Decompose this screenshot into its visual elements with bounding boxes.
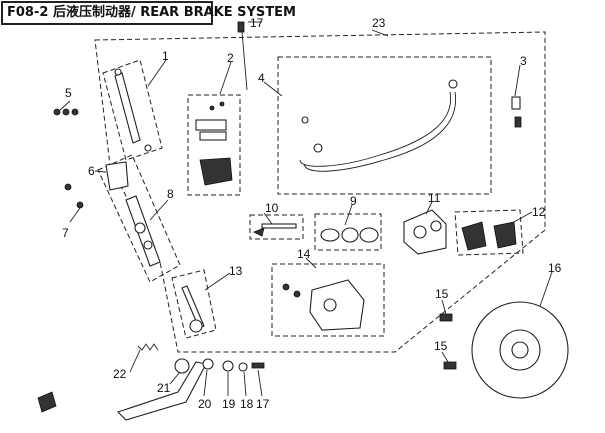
brake-disc-part — [471, 301, 569, 399]
callout-19: 19 — [222, 397, 236, 411]
callout-10: 10 — [265, 201, 279, 215]
callout-13: 13 — [229, 264, 243, 278]
bleeder-screw-part — [511, 96, 522, 128]
group-box-13 — [171, 269, 217, 339]
callout-22: 22 — [113, 367, 127, 381]
callout-9: 9 — [350, 194, 357, 208]
reservoir-part — [195, 101, 233, 186]
master-cylinder-piston-part — [125, 195, 161, 267]
group-box-10 — [249, 214, 304, 240]
disc-bolts-part — [439, 313, 457, 370]
callout-16: 16 — [548, 261, 562, 275]
push-rod-part — [181, 285, 205, 333]
reservoir-hose-part — [114, 68, 152, 152]
hose-bolt-part — [237, 21, 245, 33]
callout-17-top: 17 — [250, 16, 264, 30]
group-box-1 — [102, 59, 163, 161]
callout-18: 18 — [240, 397, 254, 411]
callout-7: 7 — [62, 226, 69, 240]
callout-1: 1 — [162, 49, 169, 63]
leader-lines — [59, 21, 553, 397]
callout-21: 21 — [157, 381, 171, 395]
caliper-bracket-part — [282, 279, 365, 331]
piston-seals-part — [320, 227, 379, 243]
callout-5: 5 — [65, 86, 72, 100]
callout-8: 8 — [167, 187, 174, 201]
brake-hose-part — [299, 79, 458, 172]
brake-caliper-part — [403, 209, 447, 255]
brake-pads-part — [461, 221, 517, 251]
callout-4: 4 — [258, 71, 265, 85]
group-box-2 — [187, 94, 241, 196]
pad-pin-part — [253, 223, 297, 237]
callout-3: 3 — [520, 54, 527, 68]
callout-15-lower: 15 — [434, 339, 448, 353]
callout-17-bottom: 17 — [256, 397, 270, 411]
callout-2: 2 — [227, 51, 234, 65]
bolts-part-5 — [53, 108, 79, 116]
callout-15-upper: 15 — [435, 287, 449, 301]
callout-6: 6 — [88, 164, 95, 178]
brake-pedal-assembly — [37, 343, 265, 421]
group-box-14 — [271, 263, 385, 337]
group-box-4 — [277, 56, 492, 195]
callout-11: 11 — [428, 191, 441, 205]
group-box-12 — [454, 209, 524, 256]
group-box-9 — [314, 213, 382, 251]
master-cylinder-mount-part — [64, 161, 129, 209]
callout-23: 23 — [372, 16, 386, 30]
callout-20: 20 — [198, 397, 212, 411]
callout-12: 12 — [532, 205, 546, 219]
callout-14: 14 — [297, 247, 311, 261]
group-box-8 — [97, 154, 181, 283]
